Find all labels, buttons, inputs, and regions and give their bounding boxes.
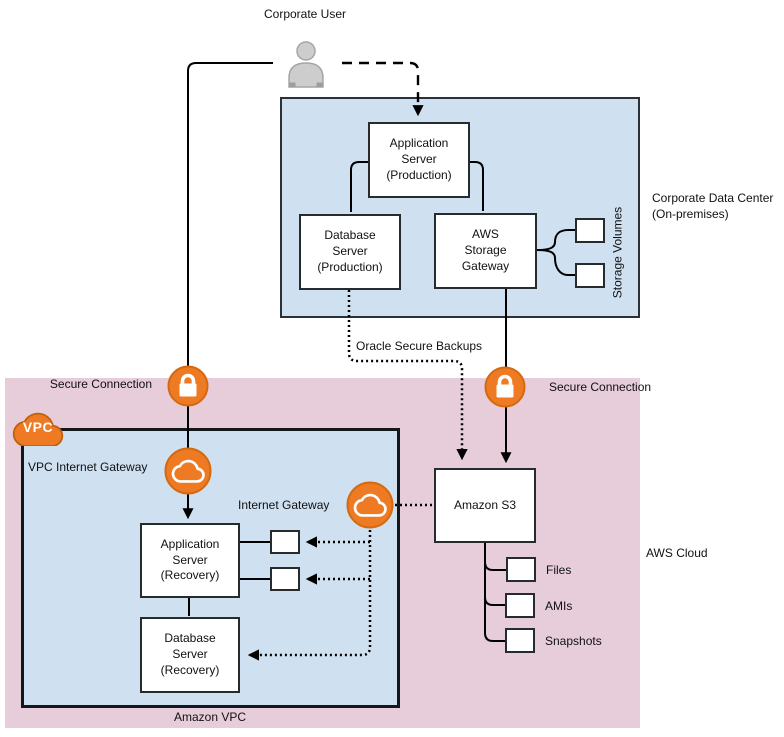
internet-gateway-cloud-icon — [346, 481, 394, 529]
internet-gateway-label: Internet Gateway — [238, 498, 330, 512]
secure-connection-label-left: Secure Connection — [49, 377, 152, 391]
node-database-server-recovery: Database Server (Recovery) — [140, 617, 240, 693]
amazon-vpc-label: Amazon VPC — [173, 710, 247, 724]
vpc-internet-gateway-cloud-icon — [164, 447, 212, 495]
node-application-server-recovery: Application Server (Recovery) — [140, 523, 240, 598]
corporate-user-label: Corporate User — [263, 7, 347, 21]
s3-amis-box — [505, 593, 535, 618]
secure-connection-lock-icon-right — [484, 366, 526, 408]
corporate-data-center-label: Corporate Data Center (On-premises) — [652, 191, 774, 221]
vpc-badge-label: VPC — [22, 419, 54, 435]
s3-amis-label: AMIs — [545, 599, 573, 613]
storage-volume-box-1 — [575, 218, 605, 243]
storage-volume-box-2 — [575, 263, 605, 288]
node-aws-storage-gateway: AWS Storage Gateway — [434, 213, 537, 289]
recovery-volume-box-2 — [270, 567, 300, 591]
node-application-server-production: Application Server (Production) — [368, 122, 470, 198]
oracle-secure-backups-label: Oracle Secure Backups — [356, 339, 483, 353]
corporate-user-icon — [288, 41, 324, 88]
recovery-volume-box-1 — [270, 530, 300, 554]
s3-snapshots-box — [505, 628, 535, 653]
s3-snapshots-label: Snapshots — [545, 634, 602, 648]
vpc-internet-gateway-label: VPC Internet Gateway — [28, 460, 148, 474]
storage-volumes-label: Storage Volumes — [610, 206, 625, 299]
vpc-badge-cloud-icon — [12, 412, 64, 446]
aws-cloud-label: AWS Cloud — [646, 546, 708, 560]
node-amazon-s3: Amazon S3 — [434, 468, 536, 543]
secure-connection-label-right: Secure Connection — [549, 380, 652, 394]
node-database-server-production: Database Server (Production) — [299, 214, 401, 290]
secure-connection-lock-icon-left — [167, 365, 209, 407]
s3-files-label: Files — [546, 563, 572, 577]
s3-files-box — [506, 557, 536, 582]
